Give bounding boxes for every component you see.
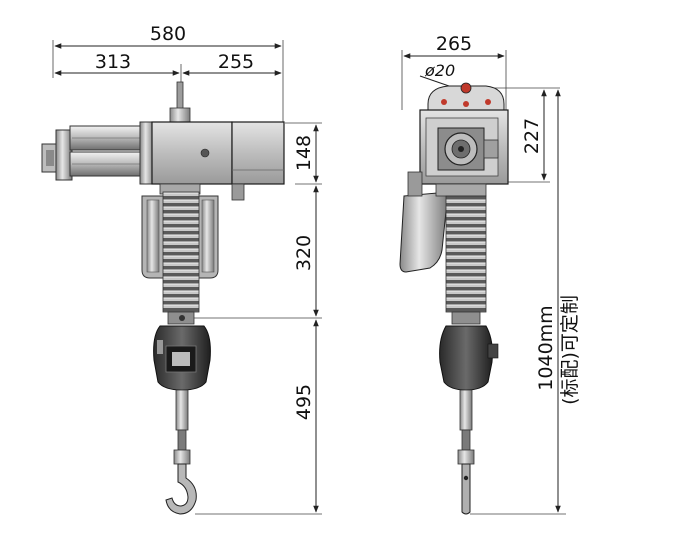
- dim-total-height: 1040mm: [535, 305, 557, 390]
- front-dimensions: 580 313 255 148 320 495: [52, 23, 322, 515]
- dim-diameter: ø20: [424, 61, 455, 80]
- dim-body-height: 148: [293, 135, 315, 171]
- side-view-hoist: [399, 82, 509, 515]
- dim-right-width: 255: [218, 51, 254, 73]
- dim-side-width: 265: [436, 33, 472, 55]
- dim-left-width: 313: [95, 51, 131, 73]
- dim-coil-height: 320: [293, 235, 315, 271]
- front-view-hoist: [41, 81, 285, 515]
- dim-overall-width: 580: [150, 23, 186, 45]
- dim-top-height: 227: [521, 118, 543, 154]
- dim-total-note: (标配)可定制: [559, 295, 581, 405]
- dim-hook-height: 495: [293, 384, 315, 420]
